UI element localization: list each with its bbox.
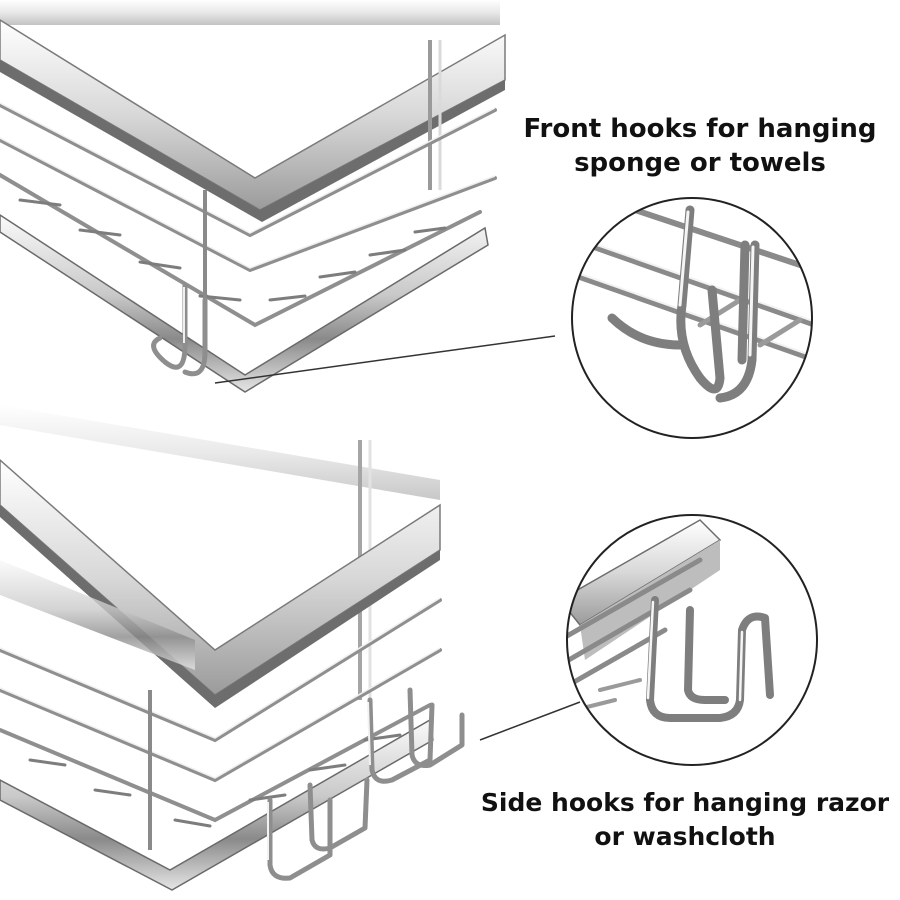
callout-line-front xyxy=(214,335,556,384)
side-hooks-caption-line2: or washcloth xyxy=(594,822,776,851)
side-hooks-caption: Side hooks for hanging razor or washclot… xyxy=(470,786,900,854)
side-hook-closeup xyxy=(566,514,818,766)
side-hooks-caption-line1: Side hooks for hanging razor xyxy=(480,788,890,817)
front-hook-closeup xyxy=(571,197,813,439)
top-basket xyxy=(0,0,506,393)
callout-line-side xyxy=(479,701,581,741)
front-hooks-caption-line2: sponge or towels xyxy=(574,148,826,178)
bottom-basket xyxy=(0,405,465,891)
front-hooks-caption: Front hooks for hanging sponge or towels xyxy=(500,112,900,180)
front-hooks-caption-line1: Front hooks for hanging xyxy=(523,114,877,144)
